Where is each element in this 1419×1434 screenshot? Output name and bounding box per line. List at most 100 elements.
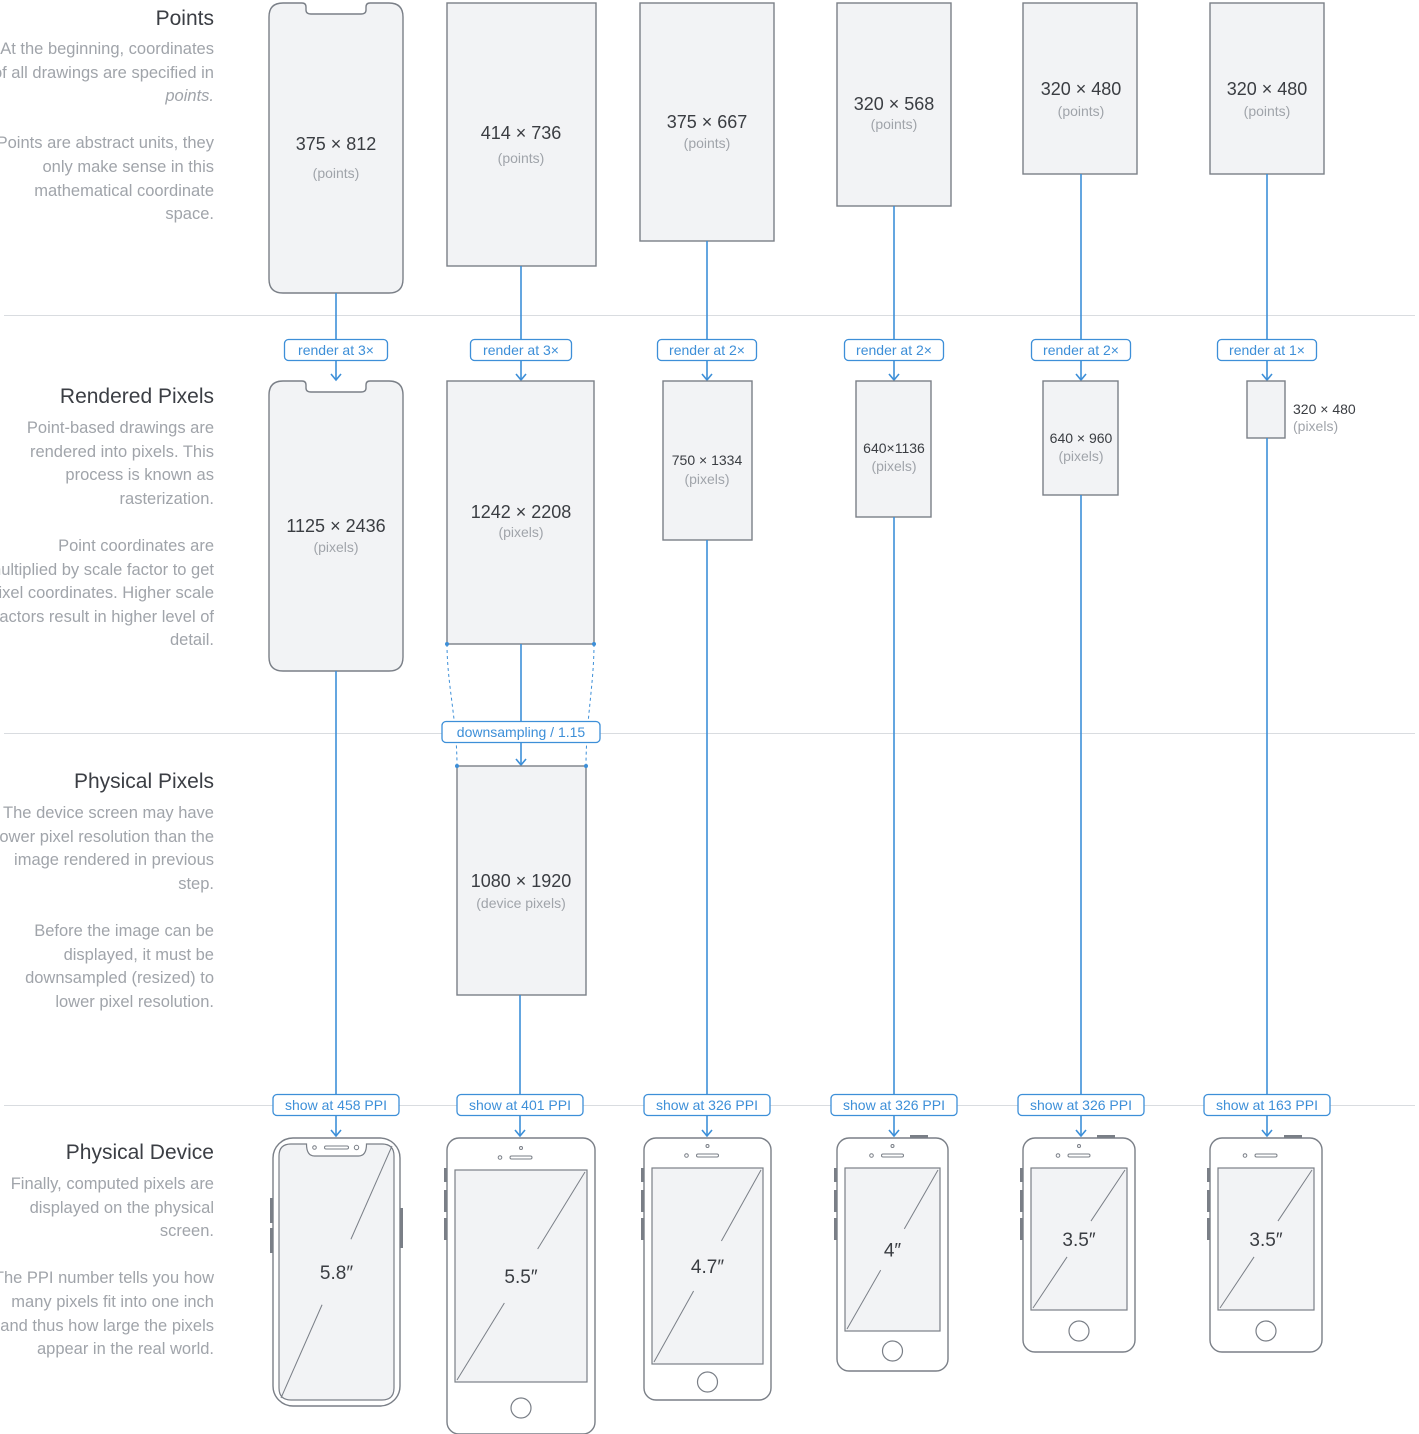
column-1-ppi-pill-label: show at 458 PPI: [285, 1097, 387, 1113]
device-1-screen: [278, 1143, 395, 1401]
device-2-side-button: [444, 1218, 447, 1240]
device-4-sensor: [890, 1144, 895, 1148]
section-title-rendered-pixels: Rendered Pixels: [59, 385, 214, 408]
device-1-camera: [353, 1144, 360, 1151]
column-4-arrow: [888, 373, 900, 382]
device-5-speaker: [1067, 1153, 1091, 1158]
device-6-home-button: [1255, 1320, 1277, 1342]
column-1-pixels-unit: (pixels): [313, 539, 358, 555]
device-6-side-button: [1207, 1218, 1210, 1240]
device-5-home-button: [1068, 1320, 1090, 1342]
device-2-diagonal: [537, 1171, 586, 1250]
device-5-diagonal: [1032, 1256, 1068, 1309]
device-4-speaker: [881, 1153, 904, 1158]
device-5-side-button: [1020, 1168, 1023, 1182]
device-3-speaker: [696, 1153, 719, 1158]
column-2-ppi-pill-label: show at 401 PPI: [469, 1097, 571, 1113]
column-1-points-box: [268, 2, 404, 294]
column-4-pixels-box: [855, 380, 932, 518]
column-6-pixels-value: 320 × 480: [1293, 401, 1356, 417]
device-4-diagonal: [903, 1169, 939, 1230]
column-2-downsample-pill-label: downsampling / 1.15: [457, 724, 586, 740]
device-6-camera: [1242, 1153, 1248, 1158]
column-1-points-value: 375 × 812: [296, 134, 377, 154]
column-5-pixels-box: [1042, 380, 1119, 496]
device-6-screen-size: 3.5″: [1249, 1230, 1282, 1251]
column-5-points-value: 320 × 480: [1041, 79, 1122, 99]
column-3-pixels-value: 750 × 1334: [672, 452, 743, 468]
column-4-pixels-unit: (pixels): [871, 458, 916, 474]
device-6-diagonal: [1277, 1169, 1313, 1222]
column-5-ppi-pill: [1017, 1093, 1145, 1117]
column-2-pixels-value: 1242 × 2208: [471, 502, 572, 522]
device-5-top-button: [1097, 1135, 1115, 1138]
device-4-home-button: [881, 1340, 904, 1362]
column-5-arrow: [1075, 1129, 1087, 1138]
column-6-ppi-pill: [1203, 1093, 1331, 1117]
device-3-sensor: [705, 1144, 710, 1148]
column-3-points-value: 375 × 667: [667, 112, 748, 132]
column-4-pixels-value: 640×1136: [863, 440, 925, 456]
column-2-device-pixels-value: 1080 × 1920: [471, 871, 572, 891]
column-6-pixels-box: [1246, 380, 1286, 439]
column-5-points-unit: (points): [1058, 103, 1105, 119]
device-4-screen-size: 4″: [884, 1241, 902, 1262]
column-1-pixels-box: [268, 380, 404, 672]
column-4-arrow: [888, 1129, 900, 1138]
column-2-device-pixels-unit: (device pixels): [476, 895, 565, 911]
column-3-pixels-unit: (pixels): [684, 471, 729, 487]
device-4-diagonal: [846, 1269, 882, 1330]
device-6-diagonal: [1219, 1256, 1255, 1309]
column-1-pixels-value: 1125 × 2436: [286, 516, 385, 536]
column-6-ppi-pill-label: show at 163 PPI: [1216, 1097, 1318, 1113]
device-5-side-button: [1020, 1190, 1023, 1212]
device-3-screen: [651, 1167, 764, 1365]
device-2-side-button: [444, 1190, 447, 1212]
section-title-points: Points: [155, 7, 214, 30]
column-5-arrow: [1075, 373, 1087, 382]
column-1-points-unit: (points): [313, 165, 360, 181]
column-1-render-pill: [283, 338, 389, 362]
device-3-side-button: [641, 1168, 644, 1182]
device-4-side-button: [834, 1218, 837, 1240]
column-6-render-pill: [1216, 338, 1318, 362]
device-4-side-button: [834, 1190, 837, 1212]
column-2-arrow: [515, 758, 527, 767]
column-2-render-pill-label: render at 3×: [483, 342, 559, 358]
device-3-home-button: [696, 1371, 719, 1393]
column-6-points-box: [1209, 2, 1325, 175]
column-2-points-value: 414 × 736: [481, 123, 562, 143]
column-2-corner-dot: [584, 764, 588, 768]
column-3-pixels-box: [662, 380, 753, 541]
column-6-points-value: 320 × 480: [1227, 79, 1308, 99]
device-3-camera: [684, 1153, 689, 1158]
column-6-pixels-unit: (pixels): [1293, 418, 1338, 434]
column-4-points-unit: (points): [871, 116, 918, 132]
column-3-ppi-pill: [643, 1093, 771, 1117]
column-2-points-box: [446, 2, 597, 267]
device-5-camera: [1055, 1153, 1061, 1158]
column-1-ppi-pill: [272, 1093, 400, 1117]
column-2-device-pixels-box: [456, 765, 587, 996]
column-3-render-pill: [656, 338, 758, 362]
device-1-diagonal: [280, 1304, 323, 1399]
column-4-render-pill: [843, 338, 945, 362]
device-1-side-button: [400, 1208, 403, 1248]
column-2-render-pill: [469, 338, 573, 362]
device-6-side-button: [1207, 1190, 1210, 1212]
device-2-side-button: [444, 1168, 447, 1182]
column-3-render-pill-label: render at 2×: [669, 342, 745, 358]
column-6-arrow: [1261, 373, 1273, 382]
column-5-ppi-pill-label: show at 326 PPI: [1030, 1097, 1132, 1113]
column-1-arrow: [330, 373, 342, 382]
column-6-render-pill-label: render at 1×: [1229, 342, 1305, 358]
section-description-physical-pixels: The device screen may have lower pixel r…: [0, 804, 214, 1011]
column-3-ppi-pill-label: show at 326 PPI: [656, 1097, 758, 1113]
device-5-sensor: [1077, 1144, 1081, 1148]
device-3-screen-size: 4.7″: [691, 1257, 724, 1278]
device-2-screen-size: 5.5″: [504, 1267, 537, 1288]
column-1-render-pill-label: render at 3×: [298, 342, 374, 358]
device-4-side-button: [834, 1168, 837, 1182]
